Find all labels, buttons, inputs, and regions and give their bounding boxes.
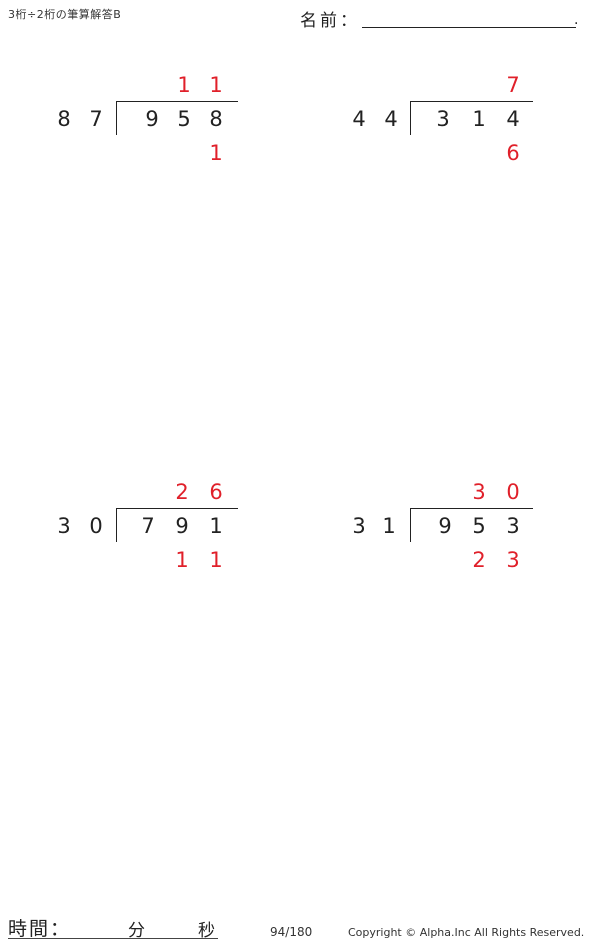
- dividend-digit: 3: [506, 514, 520, 538]
- divisor-digit: 8: [57, 107, 71, 131]
- time-line[interactable]: [8, 938, 218, 939]
- dividend-digit: 3: [436, 107, 450, 131]
- remainder-digit: 1: [209, 141, 223, 165]
- divisor-digit: 7: [89, 107, 103, 131]
- division-bracket: [410, 101, 411, 135]
- remainder-digit: 1: [209, 548, 223, 572]
- divisor-digit: 4: [384, 107, 398, 131]
- divisor-digit: 4: [352, 107, 366, 131]
- division-bar: [116, 508, 238, 509]
- divisor-digit: 3: [352, 514, 366, 538]
- quotient-digit: 7: [506, 73, 520, 97]
- quotient-digit: 6: [209, 480, 223, 504]
- name-line[interactable]: [362, 27, 576, 28]
- quotient-digit: 1: [209, 73, 223, 97]
- dividend-digit: 4: [506, 107, 520, 131]
- dividend-digit: 9: [175, 514, 189, 538]
- remainder-digit: 3: [506, 548, 520, 572]
- division-bracket: [116, 101, 117, 135]
- division-problem: 3 0 3 1 9 5 3 2 3: [335, 467, 595, 577]
- quotient-digit: 3: [472, 480, 486, 504]
- quotient-digit: 0: [506, 480, 520, 504]
- remainder-digit: 6: [506, 141, 520, 165]
- page-number: 94/180: [270, 925, 313, 939]
- dividend-digit: 9: [438, 514, 452, 538]
- copyright-text: Copyright © Alpha.Inc All Rights Reserve…: [348, 926, 585, 939]
- dividend-digit: 5: [472, 514, 486, 538]
- division-bar: [116, 101, 238, 102]
- name-line-end: .: [574, 12, 579, 28]
- dividend-digit: 1: [472, 107, 486, 131]
- quotient-digit: 2: [175, 480, 189, 504]
- minutes-label: 分: [128, 921, 145, 941]
- dividend-digit: 7: [141, 514, 155, 538]
- dividend-digit: 9: [145, 107, 159, 131]
- remainder-digit: 2: [472, 548, 486, 572]
- quotient-digit: 1: [177, 73, 191, 97]
- divisor-digit: 3: [57, 514, 71, 538]
- dividend-digit: 8: [209, 107, 223, 131]
- time-label: 時間：: [8, 918, 72, 940]
- division-bracket: [116, 508, 117, 542]
- division-problem: 2 6 3 0 7 9 1 1 1: [40, 467, 300, 577]
- division-bracket: [410, 508, 411, 542]
- name-label: 名前：: [300, 11, 360, 31]
- remainder-digit: 1: [175, 548, 189, 572]
- divisor-digit: 1: [382, 514, 396, 538]
- division-bar: [410, 101, 533, 102]
- division-problem: 7 4 4 3 1 4 6: [335, 60, 595, 170]
- dividend-digit: 1: [209, 514, 223, 538]
- division-problem: 1 1 8 7 9 5 8 1: [40, 60, 300, 170]
- seconds-label: 秒: [198, 921, 215, 941]
- divisor-digit: 0: [89, 514, 103, 538]
- division-bar: [410, 508, 533, 509]
- dividend-digit: 5: [177, 107, 191, 131]
- worksheet-title: 3桁÷2桁の筆算解答B: [8, 8, 122, 21]
